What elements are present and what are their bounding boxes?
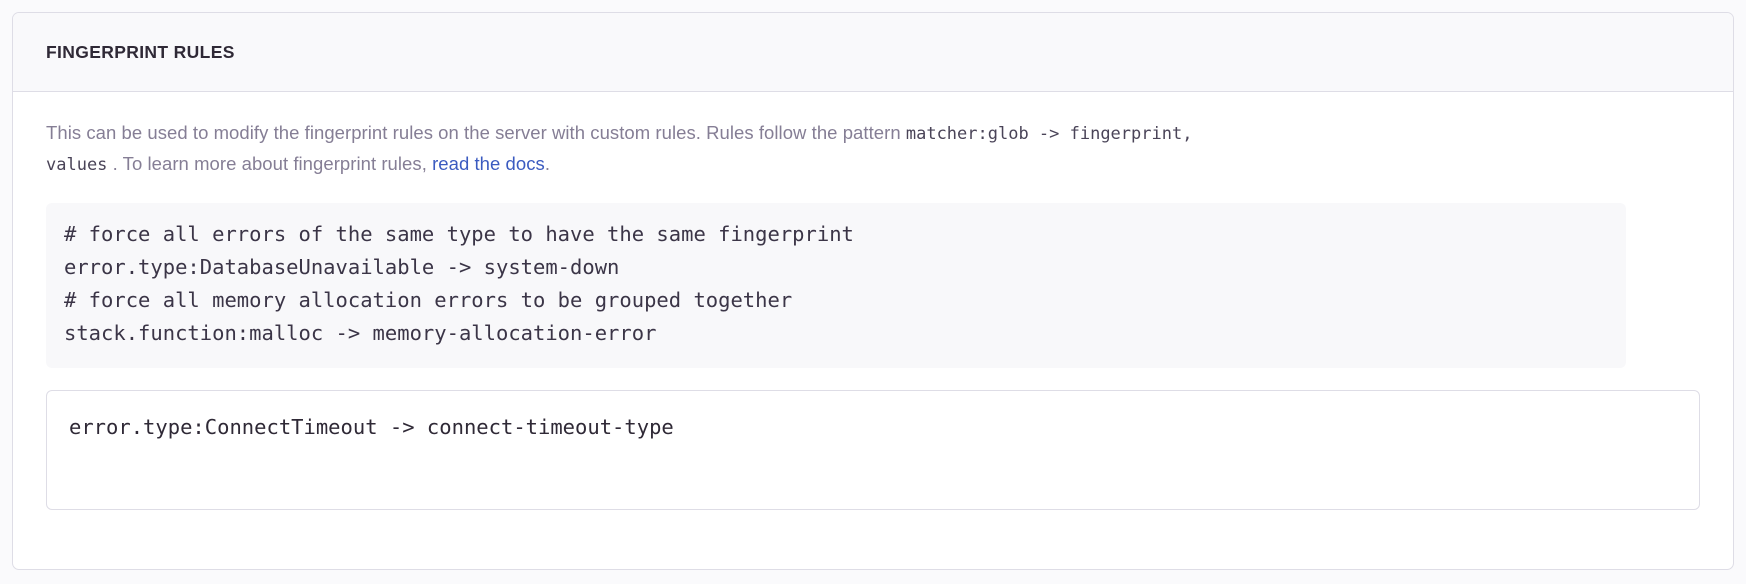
- description-part-3: .: [544, 152, 551, 174]
- description-text: This can be used to modify the fingerpri…: [46, 118, 1606, 180]
- description-part-1: This can be used to modify the fingerpri…: [46, 122, 906, 143]
- fingerprint-rules-input[interactable]: [46, 389, 1700, 510]
- panel-body: This can be used to modify the fingerpri…: [13, 92, 1733, 510]
- panel-header: FINGERPRINT RULES: [13, 13, 1733, 92]
- page-title: FINGERPRINT RULES: [46, 41, 235, 62]
- example-rules-code-block: # force all errors of the same type to h…: [46, 202, 1626, 368]
- inline-code-values: values: [46, 154, 108, 175]
- fingerprint-rules-panel: FINGERPRINT RULES This can be used to mo…: [12, 12, 1734, 570]
- inline-code-pattern: matcher:glob -> fingerprint,: [905, 124, 1193, 144]
- description-part-2: . To learn more about fingerprint rules,: [107, 152, 433, 174]
- read-the-docs-link[interactable]: read the docs: [432, 152, 545, 174]
